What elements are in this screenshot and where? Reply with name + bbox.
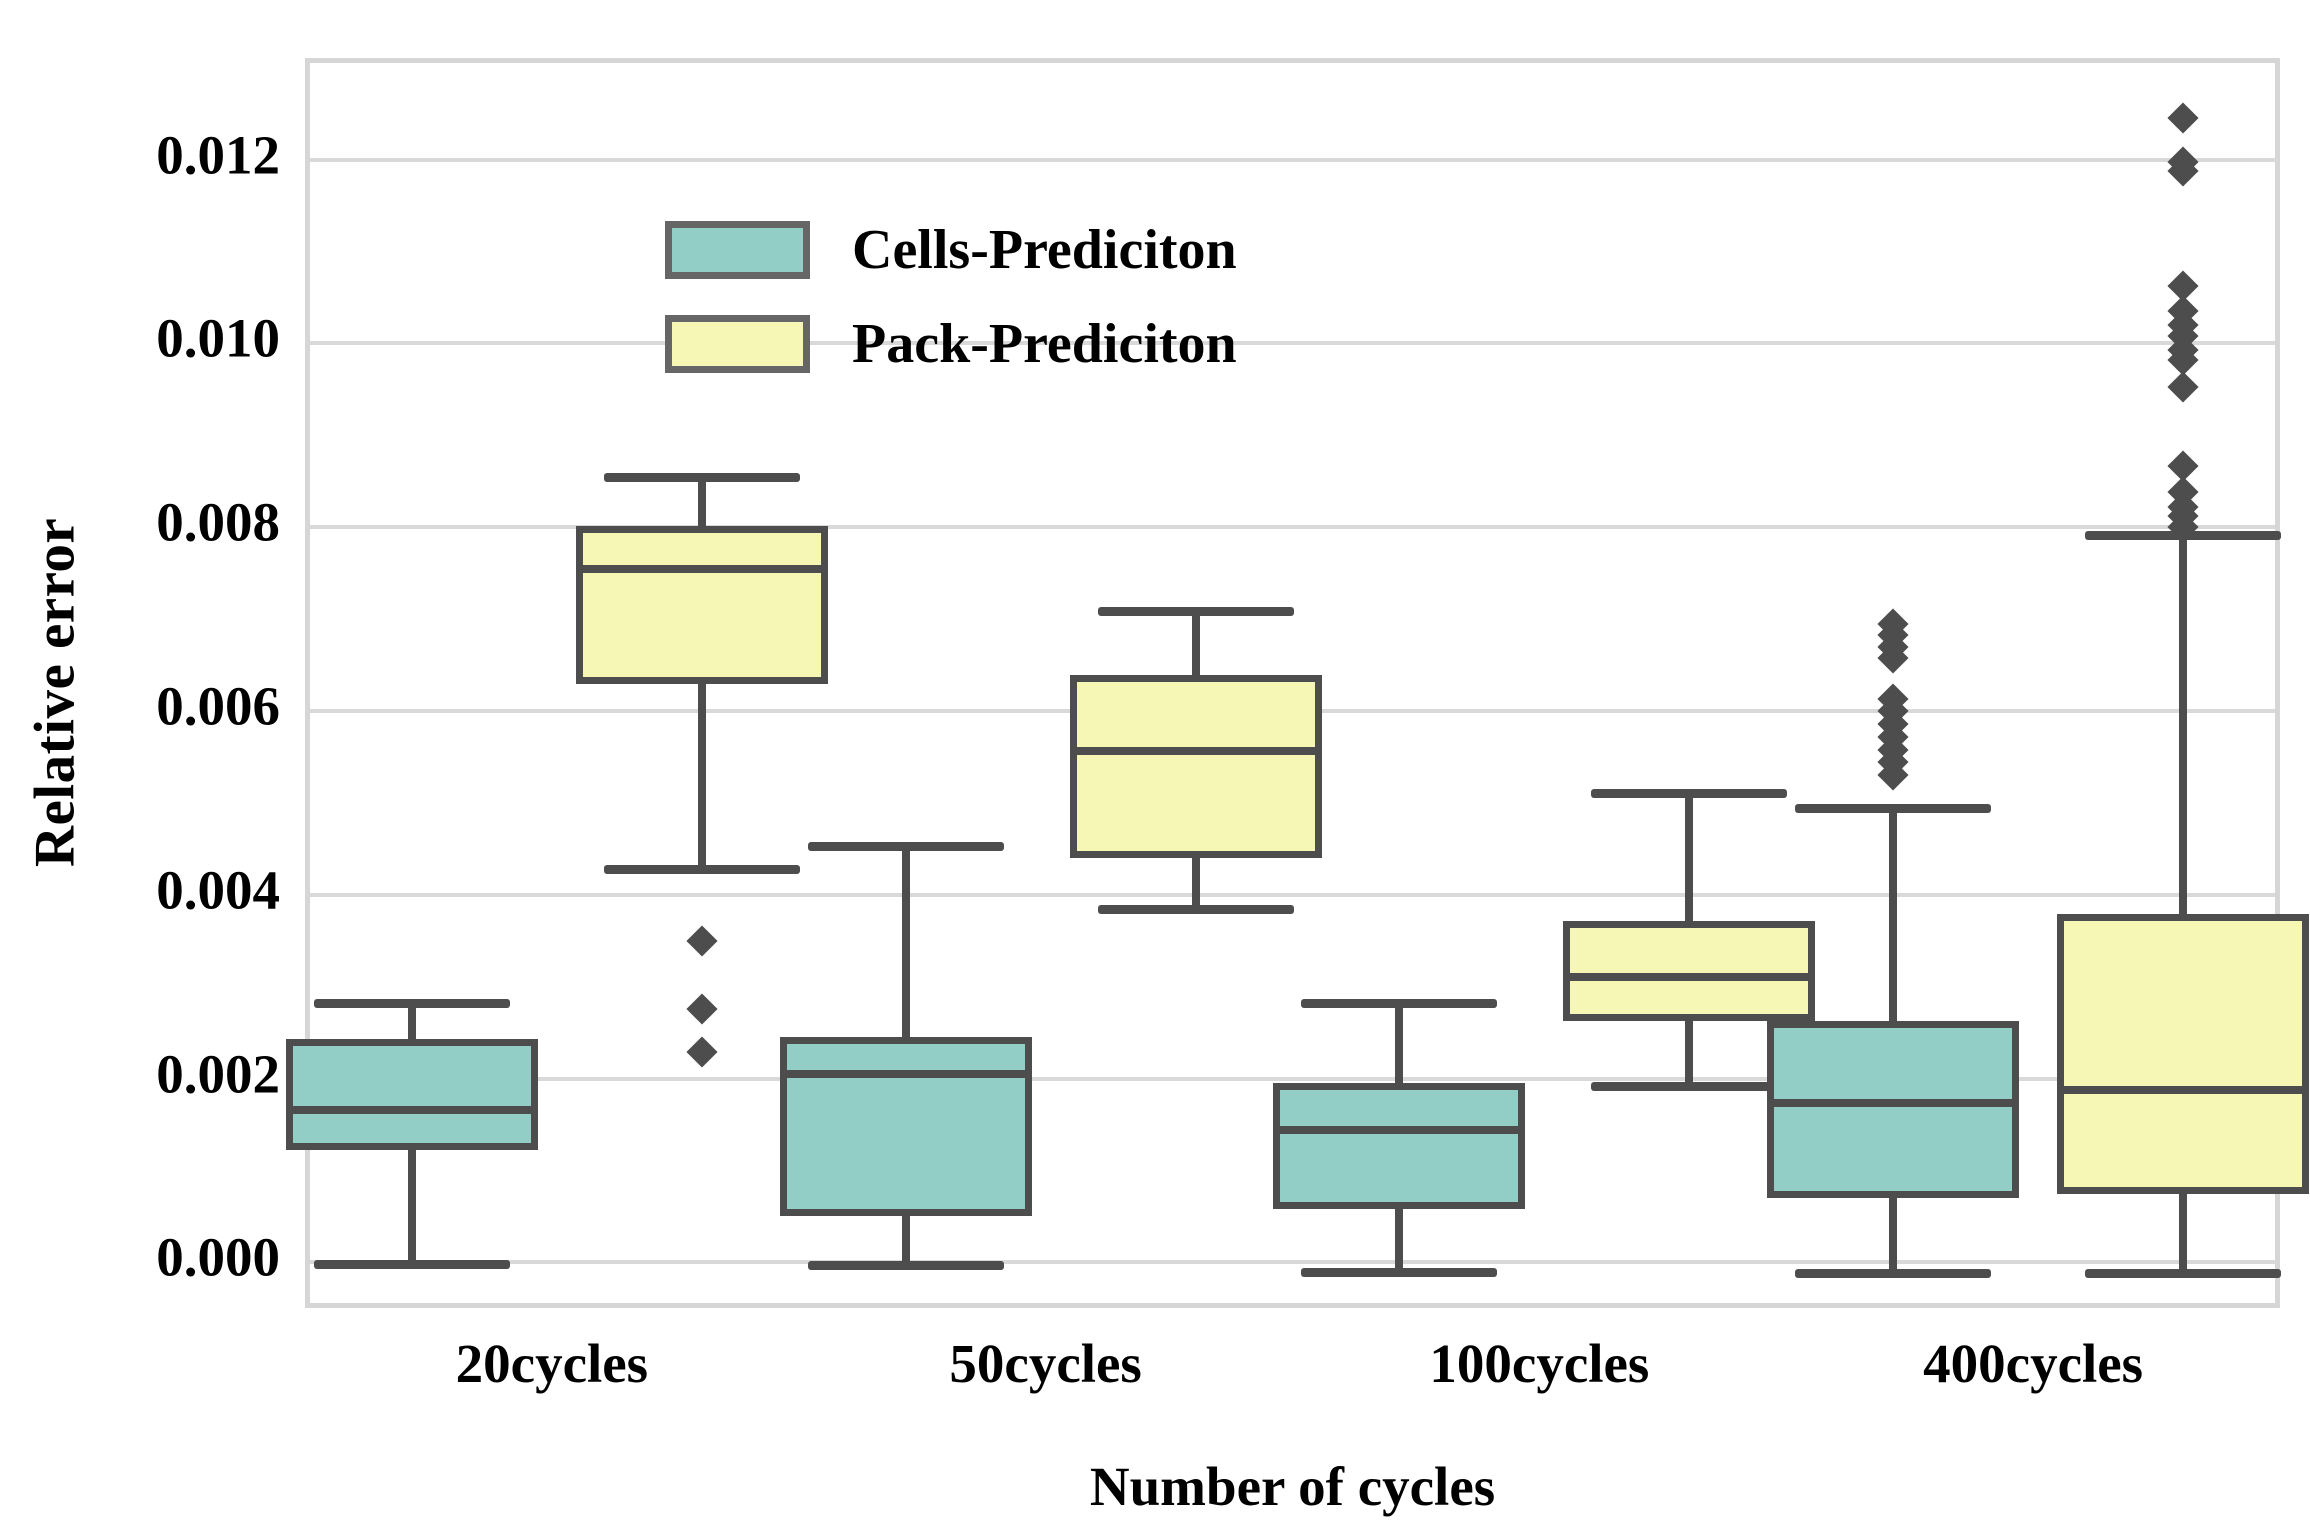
- whisker-lower: [1889, 1198, 1898, 1274]
- whisker-lower: [901, 1215, 910, 1266]
- whisker-lower: [1395, 1209, 1404, 1272]
- whisker-cap-lower: [807, 1261, 1004, 1271]
- legend-item-pack[interactable]: Pack-Prediciton: [665, 312, 1237, 376]
- y-tick-label: 0.008: [156, 491, 280, 553]
- median-line: [1767, 1099, 2020, 1108]
- whisker-lower: [1685, 1020, 1694, 1086]
- whisker-cap-lower: [2085, 1269, 2282, 1279]
- whisker-lower: [2179, 1193, 2188, 1274]
- whisker-cap-upper: [807, 842, 1004, 852]
- whisker-upper: [901, 846, 910, 1038]
- y-tick-label: 0.004: [156, 859, 280, 921]
- box-body: [1069, 675, 1322, 859]
- whisker-cap-lower: [313, 1260, 510, 1270]
- gridline: [310, 1260, 2275, 1265]
- median-line: [1273, 1126, 1526, 1135]
- box-body: [285, 1039, 538, 1151]
- median-line: [1563, 972, 1816, 981]
- whisker-upper: [1191, 610, 1200, 676]
- whisker-cap-upper: [603, 472, 800, 482]
- legend-swatch-cells: [665, 221, 810, 279]
- y-tick-label: 0.002: [156, 1043, 280, 1105]
- gridline: [310, 157, 2275, 162]
- box-body: [779, 1037, 1032, 1216]
- y-tick-label: 0.012: [156, 124, 280, 185]
- x-tick-label: 100cycles: [1429, 1333, 1650, 1394]
- gridline: [310, 525, 2275, 530]
- median-line: [1069, 746, 1322, 755]
- whisker-cap-lower: [1301, 1267, 1498, 1277]
- outlier-marker: [2167, 102, 2199, 134]
- legend-swatch-pack: [665, 315, 810, 373]
- outlier-marker: [686, 925, 718, 957]
- gridline: [310, 892, 2275, 897]
- whisker-cap-upper: [1795, 804, 1992, 814]
- whisker-upper: [2179, 535, 2188, 915]
- whisker-cap-upper: [1301, 999, 1498, 1009]
- whisker-cap-lower: [1795, 1269, 1992, 1279]
- box-body: [1767, 1020, 2020, 1199]
- whisker-cap-lower: [1591, 1081, 1788, 1091]
- outlier-marker: [686, 1036, 718, 1068]
- x-tick-label: 20cycles: [455, 1333, 649, 1394]
- y-tick-label: 0.010: [156, 307, 280, 369]
- whisker-upper: [1685, 792, 1694, 922]
- median-line: [779, 1070, 1032, 1079]
- box-body: [1273, 1083, 1526, 1210]
- whisker-lower: [407, 1150, 416, 1265]
- whisker-cap-upper: [313, 999, 510, 1009]
- median-line: [285, 1105, 538, 1114]
- whisker-cap-lower: [1097, 904, 1294, 914]
- legend-label-pack: Pack-Prediciton: [852, 313, 1237, 375]
- plot-area: Cells-Prediciton Pack-Prediciton: [285, 58, 2310, 1308]
- x-tick-label: 400cycles: [1923, 1333, 2144, 1394]
- legend-label-cells: Cells-Prediciton: [852, 219, 1237, 281]
- whisker-lower: [697, 684, 706, 870]
- outlier-marker: [2167, 371, 2199, 403]
- outlier-marker: [686, 993, 718, 1025]
- whisker-cap-lower: [603, 865, 800, 875]
- whisker-cap-upper: [1097, 606, 1294, 616]
- x-tick-label: 50cycles: [949, 1333, 1142, 1394]
- median-line: [575, 565, 828, 574]
- median-line: [2057, 1085, 2310, 1094]
- whisker-lower: [1191, 858, 1200, 909]
- whisker-cap-upper: [1591, 788, 1788, 798]
- whisker-upper: [1395, 1003, 1404, 1084]
- box-body: [2057, 914, 2310, 1194]
- y-tick-label: 0.000: [156, 1226, 280, 1288]
- legend-item-cells[interactable]: Cells-Prediciton: [665, 218, 1237, 282]
- y-tick-label: 0.006: [156, 675, 280, 737]
- gridline: [310, 341, 2275, 346]
- box-body: [1563, 921, 1816, 1021]
- x-axis-title: Number of cycles: [1089, 1456, 1496, 1517]
- legend: Cells-Prediciton Pack-Prediciton: [665, 218, 1237, 376]
- whisker-upper: [697, 476, 706, 527]
- gridline: [310, 1076, 2275, 1081]
- whisker-upper: [407, 1003, 416, 1040]
- whisker-upper: [1889, 808, 1898, 1021]
- box-body: [575, 526, 828, 685]
